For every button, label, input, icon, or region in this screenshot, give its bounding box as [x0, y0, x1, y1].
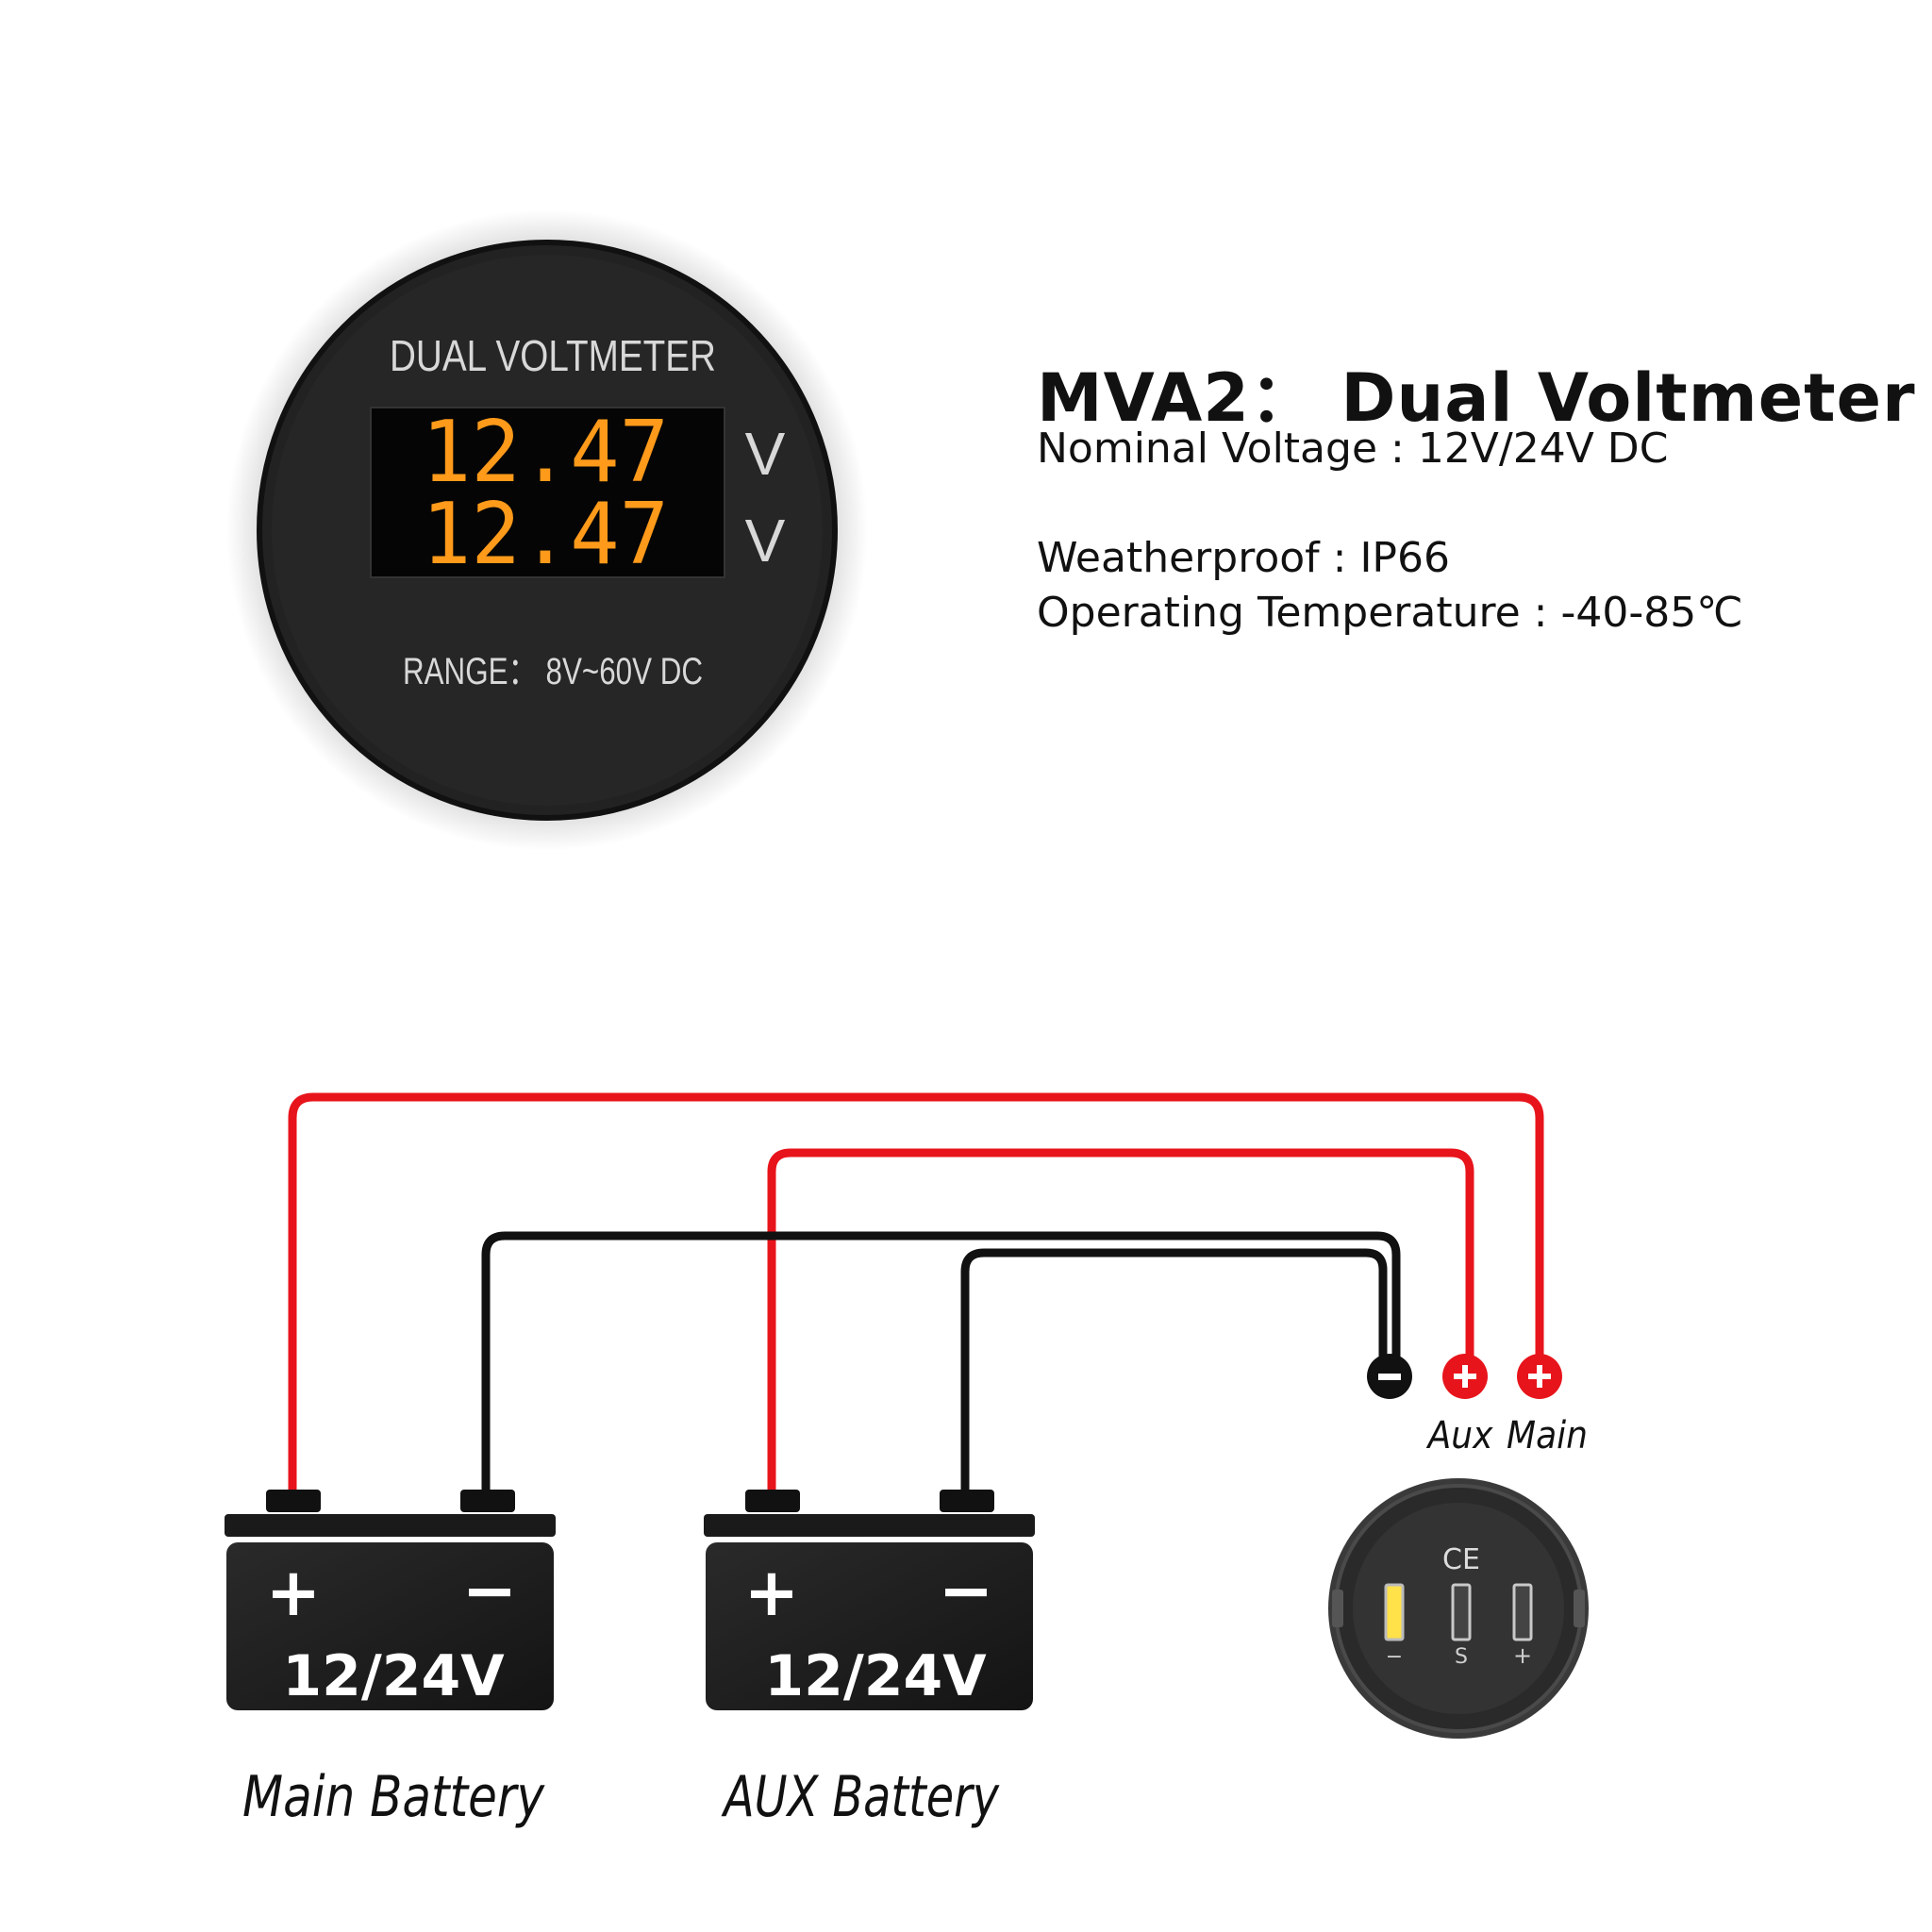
spec-nominal-voltage: Nominal Voltage : 12V/24V DC	[1037, 425, 1669, 473]
meter-reading-top: 12.47	[422, 403, 669, 502]
terminals: Aux Main	[1367, 1354, 1588, 1457]
meter-reading-bottom: 12.47	[422, 485, 669, 584]
connector-label-positive: +	[1513, 1642, 1532, 1669]
connector-pin-positive	[1512, 1583, 1533, 1641]
connector-label-signal: S	[1455, 1645, 1468, 1669]
meter-unit-top: V	[745, 420, 786, 488]
main-battery-post-positive	[266, 1490, 321, 1512]
aux-battery-body	[706, 1542, 1033, 1710]
main-battery-body	[226, 1542, 554, 1710]
main-battery: + − 12/24V Main Battery	[225, 1490, 556, 1830]
spec-operating-temperature: Operating Temperature : -40-85℃	[1037, 589, 1743, 637]
main-battery-plus: +	[266, 1554, 322, 1631]
meter-display	[370, 407, 725, 578]
meter-rear-connector: CE − S +	[1328, 1478, 1589, 1739]
aux-battery-plus: +	[744, 1554, 800, 1631]
aux-battery-voltage: 12/24V	[764, 1643, 987, 1709]
aux-battery-minus: −	[939, 1552, 994, 1629]
spec-weatherproof: Weatherproof : IP66	[1037, 534, 1450, 582]
aux-positive-wire	[767, 1148, 1474, 1507]
main-negative-wire	[481, 1231, 1401, 1507]
connector-pin-negative	[1384, 1583, 1405, 1641]
connector-label-negative: −	[1386, 1645, 1403, 1669]
main-battery-minus: −	[462, 1552, 518, 1629]
voltmeter-device: DUAL VOLTMETER 12.47 12.47 V V RANGE： 8V…	[226, 209, 868, 851]
aux-battery-post-positive	[745, 1490, 800, 1512]
main-terminal-label: Main	[1507, 1414, 1588, 1457]
aux-battery-post-negative	[940, 1490, 994, 1512]
aux-terminal-label: Aux	[1426, 1414, 1493, 1457]
aux-negative-wire	[960, 1248, 1388, 1507]
aux-battery: + − 12/24V AUX Battery	[704, 1490, 1035, 1830]
meter-range: RANGE： 8V~60V DC	[403, 651, 703, 692]
ce-mark: CE	[1442, 1543, 1480, 1576]
main-battery-voltage: 12/24V	[282, 1643, 505, 1709]
main-battery-post-negative	[460, 1490, 515, 1512]
connector-pin-signal	[1451, 1583, 1472, 1641]
aux-battery-caption: AUX Battery	[721, 1764, 1000, 1830]
main-positive-wire	[288, 1092, 1544, 1507]
wires	[288, 1092, 1544, 1507]
product-title: MVA2： Dual Voltmeter	[1037, 359, 1916, 437]
meter-header: DUAL VOLTMETER	[390, 331, 716, 380]
main-battery-caption: Main Battery	[242, 1764, 545, 1830]
meter-unit-bottom: V	[745, 507, 786, 575]
